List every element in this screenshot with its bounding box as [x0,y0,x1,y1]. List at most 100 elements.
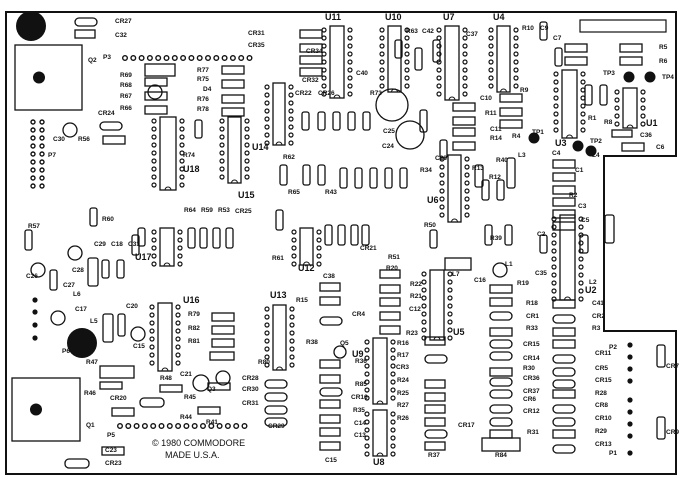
pad [219,142,225,148]
pad [264,322,270,328]
connector-pad [238,55,245,62]
pad [321,91,327,97]
pad [364,363,370,369]
ic-label: U9 [352,349,364,359]
pad [551,240,557,246]
resistor [552,185,576,195]
pad [179,158,185,164]
pad [175,320,181,326]
pad [439,196,445,202]
component-label: CR21 [360,245,377,252]
connector-pad [627,342,633,348]
resistor [197,406,221,415]
capacitor [131,234,140,256]
diode [424,354,448,364]
pad [421,295,427,301]
pad [436,51,442,57]
resistor [552,299,576,309]
connector-pad [121,55,128,62]
pad [614,113,620,119]
pad [364,411,370,417]
component-label: CR26 [318,90,335,97]
component-label: R35 [353,407,365,414]
component-label: CR13 [595,441,612,448]
component-label: R13 [472,165,484,172]
diode [264,405,288,415]
connector-pad [213,55,220,62]
pad [553,111,559,117]
pad [288,124,294,130]
pad [264,346,270,352]
resistor [221,65,245,75]
pad [219,126,225,132]
capacitor [199,227,208,249]
connector-pad [39,143,45,149]
resistor [211,338,235,348]
component-label: C25 [383,128,395,135]
component-label: R12 [489,174,501,181]
pad [264,108,270,114]
component-label: R31 [527,429,539,436]
pad [379,43,385,49]
capacitor [414,47,423,71]
capacitor [339,167,348,189]
ic-notch [163,262,171,267]
pad [291,237,297,243]
component-label: R41 [206,419,218,426]
component-label: CR34 [306,48,323,55]
pad [464,188,470,194]
pad [179,118,185,124]
component-label: C2 [537,231,546,238]
pad [151,118,157,124]
made-in-text: MADE U.S.A. [165,450,220,460]
diode [552,417,576,427]
connector-pad [158,423,165,430]
pad [462,91,468,97]
component-label: CR9 [666,429,679,436]
pad [316,229,322,235]
diode [74,17,98,27]
pad [421,271,427,277]
resistor [319,427,341,437]
connector-pad [241,423,248,430]
pad [404,27,410,33]
component-label: R29 [595,428,607,435]
pad [179,166,185,172]
pad [288,116,294,122]
capacitor [496,179,505,201]
capacitor [102,313,114,343]
connector-pad [39,175,45,181]
pad [364,435,370,441]
component-label: C7 [553,35,562,42]
connector-pad [627,354,633,360]
pad [244,118,250,124]
diode [264,417,288,427]
pad [379,27,385,33]
capacitor [137,227,146,247]
pad [614,105,620,111]
resistor [489,429,513,439]
pad [462,59,468,65]
capacitor [506,157,516,189]
pad [447,303,453,309]
pad [288,100,294,106]
pad [447,335,453,341]
pad [578,224,584,230]
capacitor [24,229,33,251]
capacitor [539,234,548,254]
pad [289,322,295,328]
pad [513,35,519,41]
component-label: R39 [490,235,502,242]
component-label: R40 [496,157,508,164]
pad [347,75,353,81]
label-box [579,19,667,33]
pad [580,119,586,125]
component-label: CR15 [523,341,540,348]
pad [347,59,353,65]
pad [175,328,181,334]
connector-pad [138,55,145,62]
component-label: CR22 [295,90,312,97]
component-label: Q3 [207,386,216,393]
pad [149,360,155,366]
capacitor [432,39,441,63]
